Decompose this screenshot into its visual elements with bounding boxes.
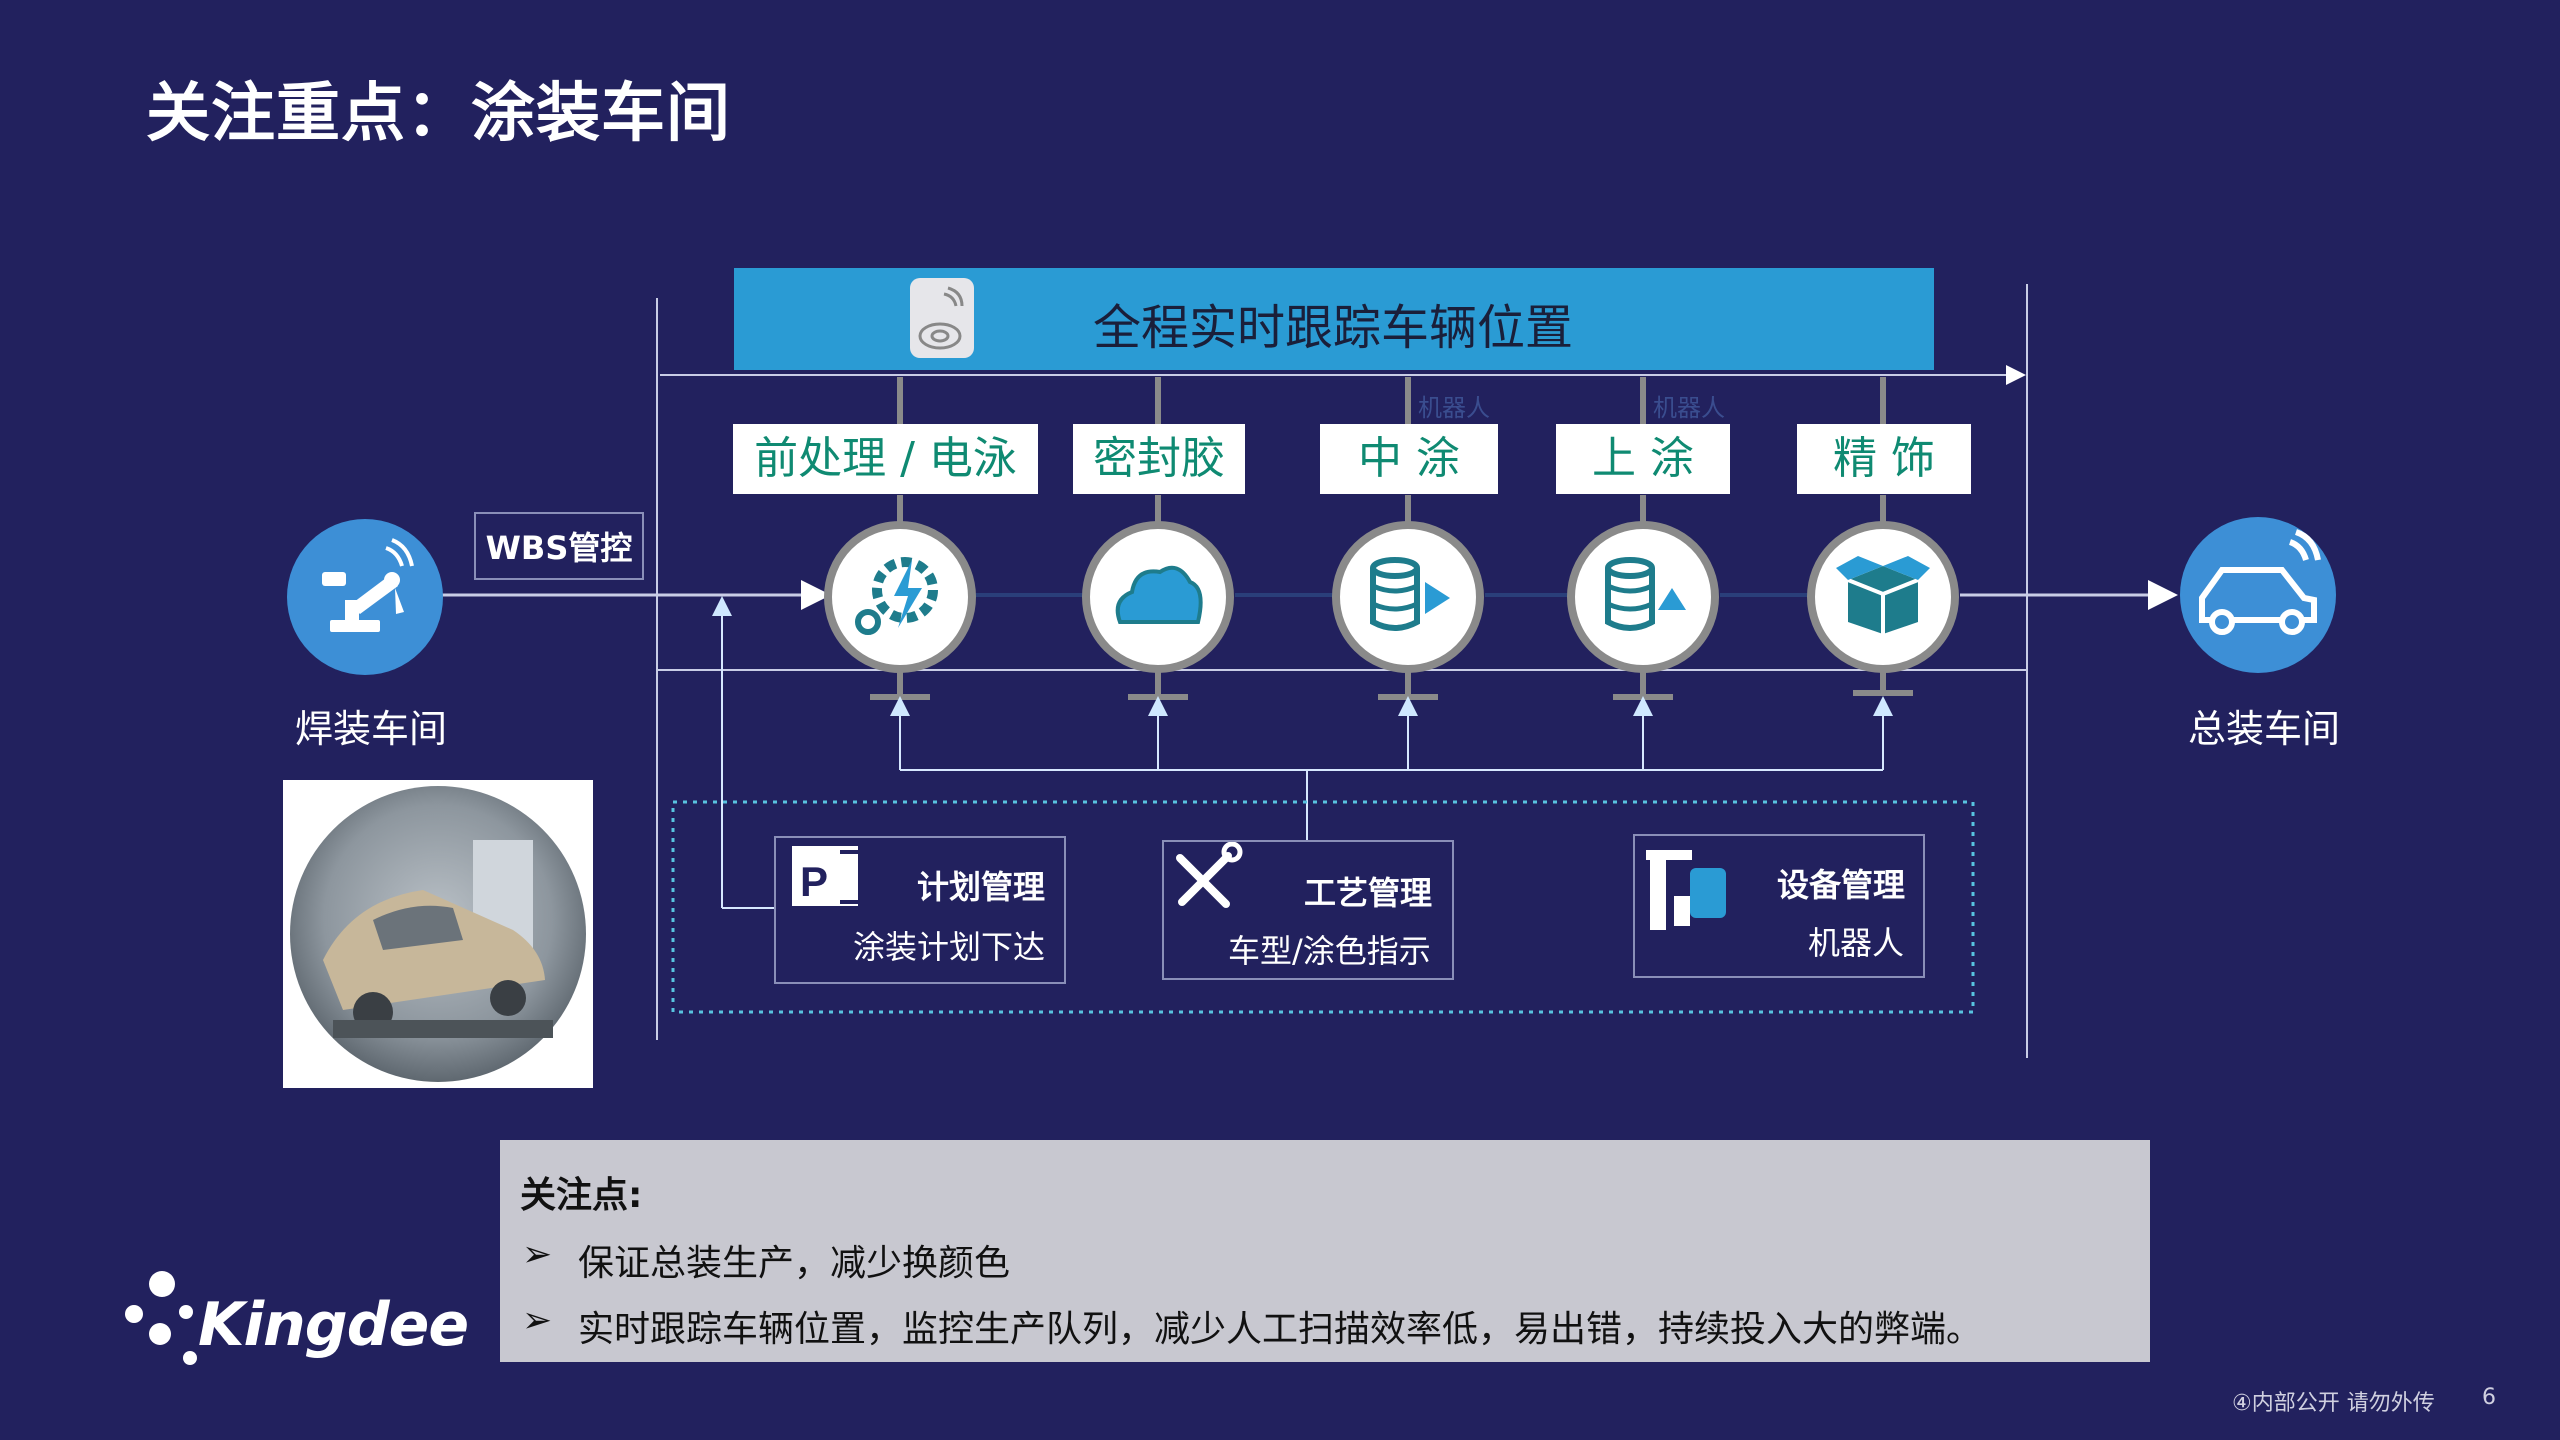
system-subtitle-process: 车型/涂色指示 <box>1228 932 1431 970</box>
kingdee-logo-mark <box>125 1271 197 1365</box>
stage-label-sealant: 密封胶 <box>1073 424 1245 494</box>
end-node-label: 总装车间 <box>2188 707 2341 751</box>
notes-heading: 关注点: <box>520 1175 643 1216</box>
system-title-plan: 计划管理 <box>917 868 1046 906</box>
note-item: 保证总装生产，减少换颜色 <box>578 1243 1011 1284</box>
kingdee-logo-text: Kingdee <box>198 1290 469 1360</box>
cloud-icon <box>1115 565 1203 624</box>
system-box-equipment <box>1633 834 1925 978</box>
system-subtitle-plan: 涂装计划下达 <box>853 928 1046 966</box>
system-subtitle-equipment: 机器人 <box>1808 924 1905 962</box>
banner-text: 全程实时跟踪车辆位置 <box>1093 300 1574 356</box>
system-title-process: 工艺管理 <box>1304 874 1433 912</box>
tools-icon <box>1176 841 1243 908</box>
page-number: 6 <box>2482 1385 2496 1410</box>
robot-tag-midcoat: 机器人 <box>1418 394 1490 422</box>
stage-label-finishing: 精 饰 <box>1797 424 1971 494</box>
database-up-icon <box>1605 557 1686 631</box>
notes-panel: 关注点: ➢ 保证总装生产，减少换颜色 ➢ 实时跟踪车辆位置，监控生产队列，减少… <box>500 1140 2150 1362</box>
systems-dotted-frame <box>671 800 1975 1014</box>
open-box-icon <box>1836 556 1930 634</box>
system-box-process <box>1162 840 1454 980</box>
connected-car-icon <box>2199 529 2321 635</box>
slide-title: 关注重点：涂装车间 <box>146 77 731 151</box>
stage-label-pretreatment: 前处理 / 电泳 <box>733 424 1038 494</box>
note-item: 实时跟踪车辆位置，监控生产队列，减少人工扫描效率低，易出错，持续投入大的弊端。 <box>578 1309 1983 1350</box>
start-node-label: 焊装车间 <box>295 707 448 751</box>
bullet-arrow-icon: ➢ <box>522 1300 553 1341</box>
system-box-plan <box>774 836 1066 984</box>
database-play-icon <box>1370 557 1450 631</box>
stage-label-topcoat: 上 涂 <box>1556 424 1730 494</box>
project-icon: P <box>792 846 864 906</box>
bullet-arrow-icon: ➢ <box>522 1234 553 1275</box>
robot-device-icon <box>1646 850 1726 930</box>
rfid-tag-icon <box>910 278 974 358</box>
stage-label-midcoat: 中 涂 <box>1320 424 1498 494</box>
system-title-equipment: 设备管理 <box>1777 866 1906 904</box>
confidential-tag: ④内部公开 请勿外传 <box>2232 1391 2435 1416</box>
wbs-label: WBS管控 <box>474 512 644 580</box>
gear-lightning-icon <box>855 557 938 635</box>
robot-arm-icon <box>322 538 414 632</box>
robot-tag-topcoat: 机器人 <box>1653 394 1725 422</box>
car-body-photo <box>283 780 593 1088</box>
svg-text:P: P <box>800 858 828 905</box>
